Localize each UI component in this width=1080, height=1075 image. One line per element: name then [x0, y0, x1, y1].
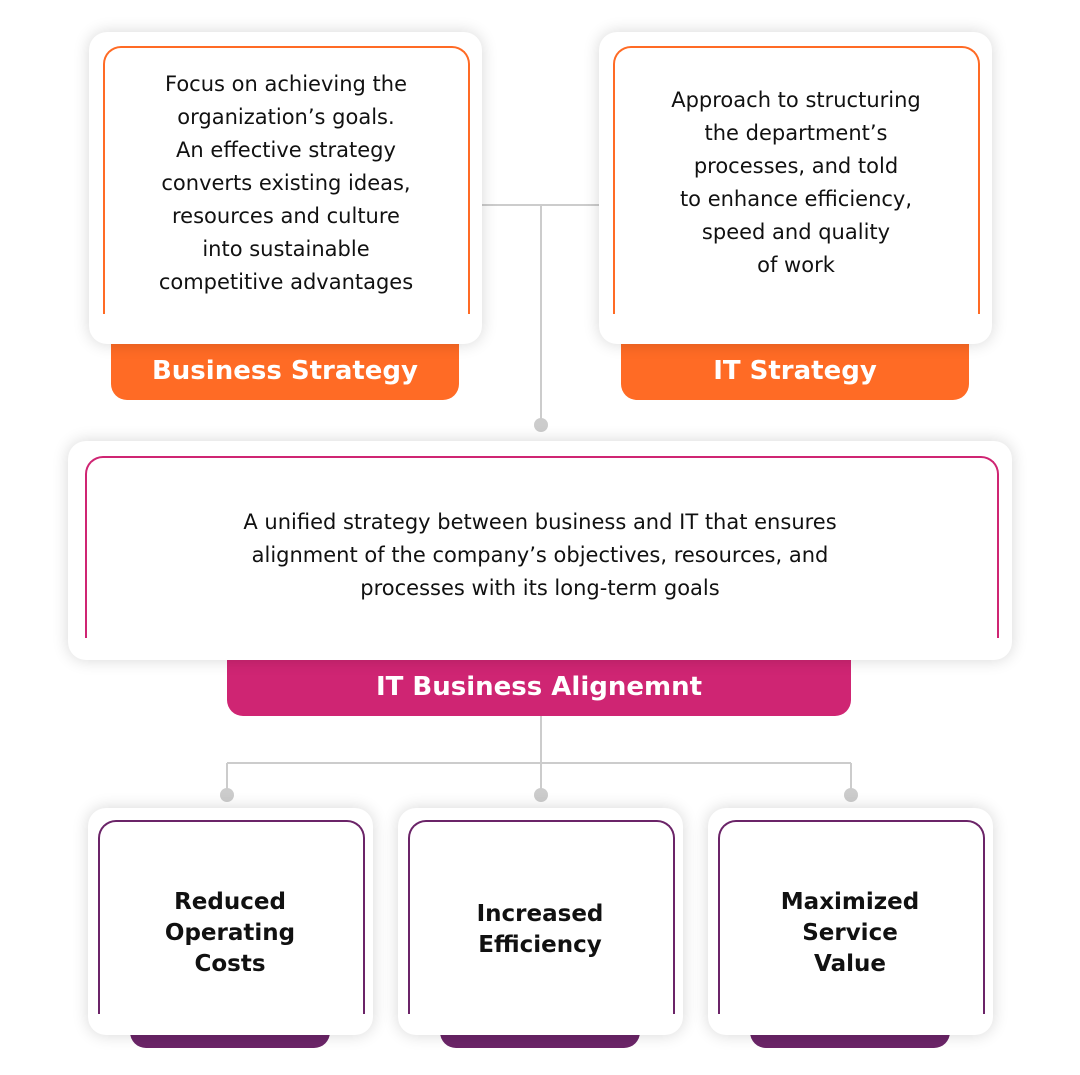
connector-dot-bottom-left — [220, 788, 234, 802]
outcome-label-increased-efficiency: Increased Efficiency — [476, 901, 604, 958]
alignment-title: IT Business Alignemnt — [227, 658, 851, 716]
connector-dot-bottom-right — [844, 788, 858, 802]
outcome-card-reduced-costs — [88, 808, 373, 1035]
business-strategy-frame — [103, 46, 470, 314]
business-strategy-title: Business Strategy — [111, 342, 459, 400]
it-strategy-title: IT Strategy — [621, 342, 969, 400]
business-strategy-description: Focus on achieving the organization’s go… — [158, 71, 414, 294]
business-strategy-title-text: Business Strategy — [151, 356, 418, 386]
it-strategy-card — [599, 32, 992, 344]
outcome-label-maximized-value: Maximized Service Value — [780, 888, 920, 977]
outcome-card-increased-efficiency — [398, 808, 683, 1035]
it-strategy-title-text: IT Strategy — [713, 356, 877, 386]
connector-dot-top — [534, 418, 548, 432]
alignment-title-text: IT Business Alignemnt — [375, 672, 703, 702]
outcome-frame-increased-efficiency — [408, 820, 675, 1014]
alignment-description: A unified strategy between business and … — [243, 509, 837, 600]
alignment-frame — [85, 456, 999, 638]
outcome-label-reduced-costs: Reduced Operating Costs — [164, 888, 296, 977]
business-strategy-card — [89, 32, 482, 344]
outcome-frame-maximized-value — [718, 820, 985, 1014]
outcome-frame-reduced-costs — [98, 820, 365, 1014]
outcome-card-maximized-value — [708, 808, 993, 1035]
it-strategy-frame — [613, 46, 980, 314]
it-strategy-description: Approach to structuring the department’s… — [671, 88, 921, 277]
connector-dot-bottom-center — [534, 788, 548, 802]
alignment-card — [68, 441, 1012, 660]
